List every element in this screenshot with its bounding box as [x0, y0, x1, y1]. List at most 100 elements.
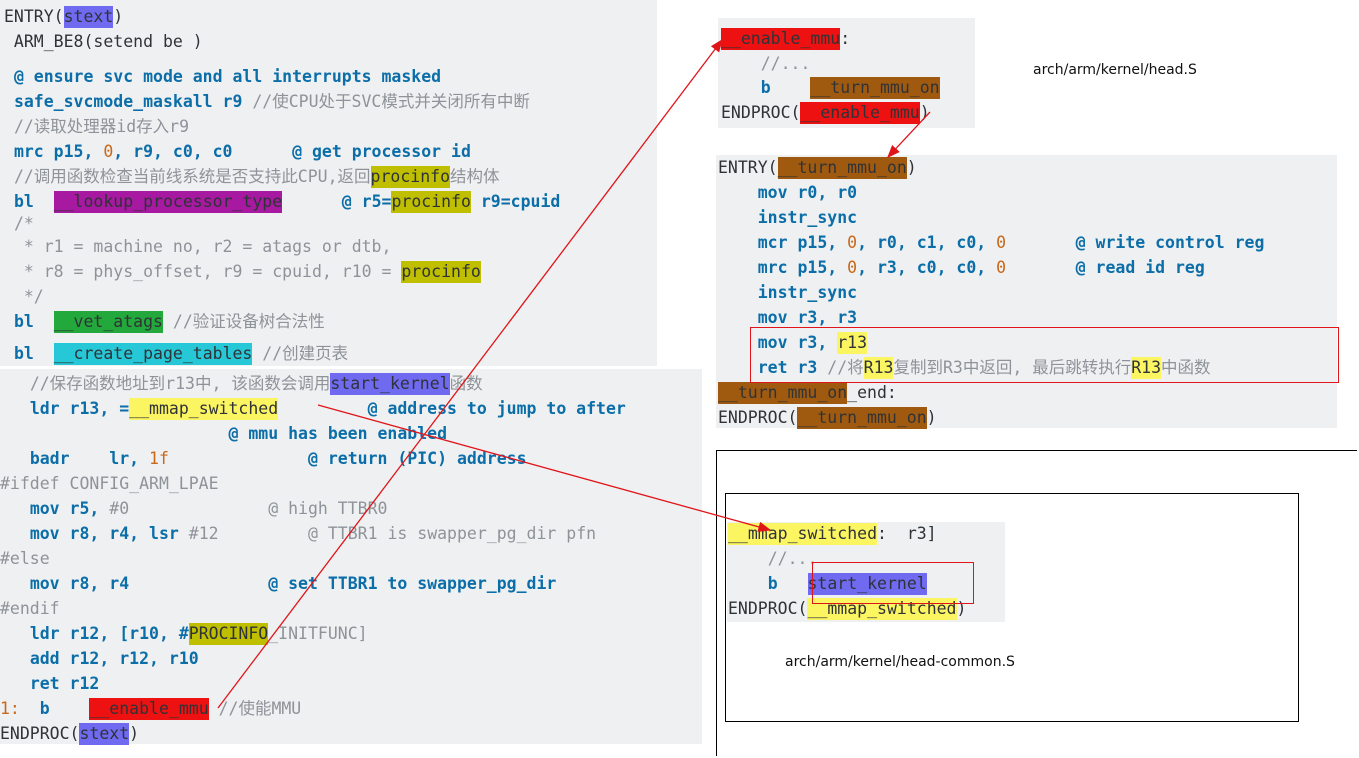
mmap-switched-code-line: __mmap_switched: r3] — [728, 521, 937, 546]
code-token: @ set TTBR1 to swapper_pg_dir — [129, 574, 557, 593]
code-token: //验证设备树合法性 — [162, 312, 325, 331]
code-token: 结构体 — [450, 167, 500, 186]
highlighted-symbol: __turn_mmu_on — [777, 157, 907, 179]
code-token: ret r12 — [29, 674, 100, 693]
code-token: @ read id reg — [1006, 258, 1205, 277]
code-text: ) — [919, 102, 930, 122]
code-token: @ write control reg — [1006, 233, 1265, 252]
code-text — [0, 649, 30, 668]
code-token: @ address to jump to after — [278, 399, 626, 418]
code-token: bl — [13, 344, 54, 363]
code-token: @ TTBR1 is swapper_pg_dir pfn — [218, 524, 597, 543]
stext-code-line: @ ensure svc mode and all interrupts mas… — [4, 64, 441, 89]
code-token: //使能MMU — [208, 699, 302, 718]
turn-mmu-on-code-line: instr_sync — [718, 280, 857, 305]
code-token: //创建页表 — [252, 344, 349, 363]
code-text — [0, 574, 30, 593]
code-token: ldr r12, [r10, # — [29, 624, 189, 643]
code-text — [4, 214, 14, 233]
code-token: mov r8, r4, lsr — [29, 524, 189, 543]
head-common-frame — [725, 493, 1299, 722]
code-text: ENDPROC( — [721, 102, 801, 122]
highlighted-symbol: __turn_mmu_on — [797, 407, 927, 429]
code-token: #endif — [0, 599, 60, 618]
stext2-code-line: #else — [0, 546, 50, 571]
stext-code-line: bl __create_page_tables //创建页表 — [4, 341, 348, 366]
code-text: _end: — [847, 383, 897, 402]
enable-mmu-code-line: b __turn_mmu_on — [721, 75, 940, 100]
head-s-filename: arch/arm/kernel/head.S — [1033, 62, 1197, 78]
code-token: //调用函数检查当前线系统是否支持此CPU,返回 — [13, 167, 371, 186]
code-token: b — [19, 699, 90, 718]
code-text — [718, 233, 758, 252]
code-token: */ — [13, 287, 44, 306]
code-token: //将 — [827, 358, 864, 377]
code-token: mcr p15, — [757, 233, 848, 252]
code-token: //保存函数地址到r13中, 该函数会调用 — [29, 374, 331, 393]
code-text — [0, 374, 30, 393]
turn-mmu-on-code-line: mov r3, r13 — [718, 330, 868, 355]
stext2-code-line: #ifdef CONFIG_ARM_LPAE — [0, 471, 219, 496]
stext2-code-line: #endif — [0, 596, 60, 621]
code-token: instr_sync — [757, 208, 858, 227]
code-text — [4, 92, 14, 111]
code-text — [718, 208, 758, 227]
mmap-switched-code-line: //... — [728, 546, 818, 571]
code-text — [721, 78, 761, 97]
code-token: @ mmu has been enabled — [0, 424, 448, 443]
turn-mmu-on-code-line: instr_sync — [718, 205, 857, 230]
code-text — [4, 192, 14, 211]
highlighted-symbol: __vet_atags — [53, 311, 163, 333]
code-token: ldr r13, = — [29, 399, 130, 418]
code-token: r9=cpuid — [470, 192, 561, 211]
code-text — [0, 524, 30, 543]
code-text — [4, 262, 14, 281]
turn-mmu-on-code-line: ENDPROC(__turn_mmu_on) — [718, 405, 937, 430]
code-token: 复制到R3中返回, 最后跳转执行 — [893, 358, 1132, 377]
code-token: 0 — [847, 258, 858, 277]
code-text — [0, 674, 30, 693]
highlighted-symbol: procinfo — [370, 166, 451, 188]
code-text: ) — [113, 7, 124, 26]
code-token: /* — [13, 214, 34, 233]
code-token: @ high TTBR0 — [129, 499, 388, 518]
code-text — [718, 308, 758, 327]
code-token: #else — [0, 549, 50, 568]
code-token: //... — [767, 549, 818, 568]
turn-mmu-on-code-line: ret r3 //将R13复制到R3中返回, 最后跳转执行R13中函数 — [718, 355, 1211, 380]
code-token: 0 — [996, 258, 1007, 277]
code-token: 函数 — [449, 374, 483, 393]
code-text — [728, 574, 768, 593]
highlighted-symbol: stext — [63, 6, 114, 28]
stext-code-line: /* — [4, 211, 34, 236]
code-token: bl — [13, 312, 54, 331]
code-text — [718, 283, 758, 302]
highlighted-symbol: __turn_mmu_on — [810, 77, 940, 99]
code-token: instr_sync — [757, 283, 858, 302]
code-token: safe_svcmode_maskall r9 — [13, 92, 243, 111]
code-text: ) — [926, 408, 937, 427]
code-token: #ifdef CONFIG_ARM_LPAE — [0, 474, 219, 493]
code-token: 0 — [847, 233, 858, 252]
code-token: mov r8, r4 — [29, 574, 130, 593]
highlighted-symbol: __enable_mmu — [89, 698, 209, 720]
code-token: //读取处理器id存入r9 — [13, 117, 190, 136]
code-token: @ return (PIC) address — [168, 449, 527, 468]
stext-code-line: safe_svcmode_maskall r9 //使CPU处于SVC模式并关闭… — [4, 89, 530, 114]
highlighted-symbol: __enable_mmu — [800, 101, 920, 124]
highlighted-symbol: r13 — [837, 332, 868, 354]
code-token: @ r5= — [282, 192, 392, 211]
highlighted-symbol: __lookup_processor_type — [53, 191, 283, 213]
mmap-switched-code-line: b start_kernel — [728, 571, 927, 596]
code-text: ENDPROC( — [0, 724, 80, 743]
code-text — [728, 549, 768, 568]
code-token: mrc p15, — [13, 142, 104, 161]
code-text: : — [840, 29, 851, 48]
stext-code-line: mrc p15, 0, r9, c0, c0 @ get processor i… — [4, 139, 471, 164]
stext2-code-line: badr lr, 1f @ return (PIC) address — [0, 446, 527, 471]
code-token: ret r3 — [757, 358, 828, 377]
code-token: , r3, c0, c0, — [857, 258, 997, 277]
code-text — [4, 167, 14, 186]
stext2-code-line: mov r8, r4 @ set TTBR1 to swapper_pg_dir — [0, 571, 557, 596]
code-text — [0, 449, 30, 468]
